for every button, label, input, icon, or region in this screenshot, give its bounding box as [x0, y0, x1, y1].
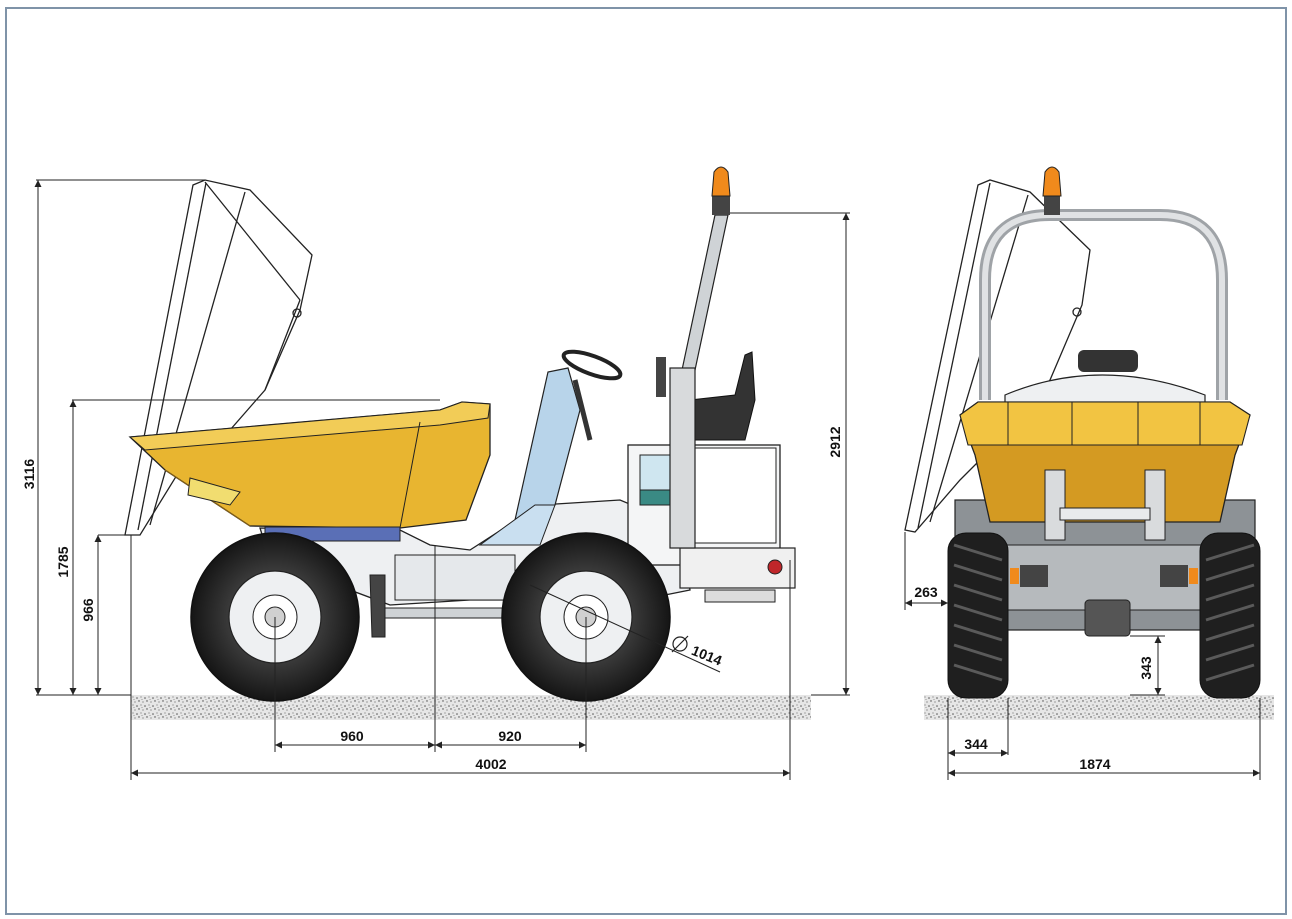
dim-skip-lip-height: 966: [80, 598, 96, 622]
ground-strip: [131, 695, 811, 720]
skip-body: [128, 401, 491, 529]
frame-border: [5, 7, 1287, 915]
dim-tyre-width: 344: [964, 736, 988, 752]
dim-side-overhang: 263: [914, 584, 938, 600]
dim-overall-length: 4002: [475, 756, 506, 772]
dim-beacon-height: 2912: [827, 426, 843, 457]
roll-bar: [979, 209, 1228, 400]
ground-strip-front: [924, 695, 1274, 720]
dim-total-height: 3116: [21, 459, 37, 490]
front-view: 263 343 344 1874: [904, 166, 1274, 780]
dim-overall-width: 1874: [1079, 756, 1110, 772]
chassis: [259, 166, 796, 638]
side-view: 3116 1785 966 2912 1014 960 920 4002: [21, 166, 850, 780]
tipped-skip-outline: [124, 179, 313, 536]
dim-ground-clearance: 343: [1138, 656, 1154, 680]
side-dimension-lines: [34, 179, 850, 780]
front-skip: [959, 401, 1251, 541]
dim-front-to-axle: 960: [340, 728, 364, 744]
front-right-tyre: [1199, 532, 1261, 699]
dim-skip-height: 1785: [55, 546, 71, 577]
front-beacon: [1042, 166, 1062, 197]
front-left-tyre: [947, 532, 1009, 699]
dim-wheel-diameter: 1014: [689, 642, 724, 669]
dim-axle-to-rear: 920: [498, 728, 522, 744]
front-dimension-lines: [904, 532, 1261, 780]
